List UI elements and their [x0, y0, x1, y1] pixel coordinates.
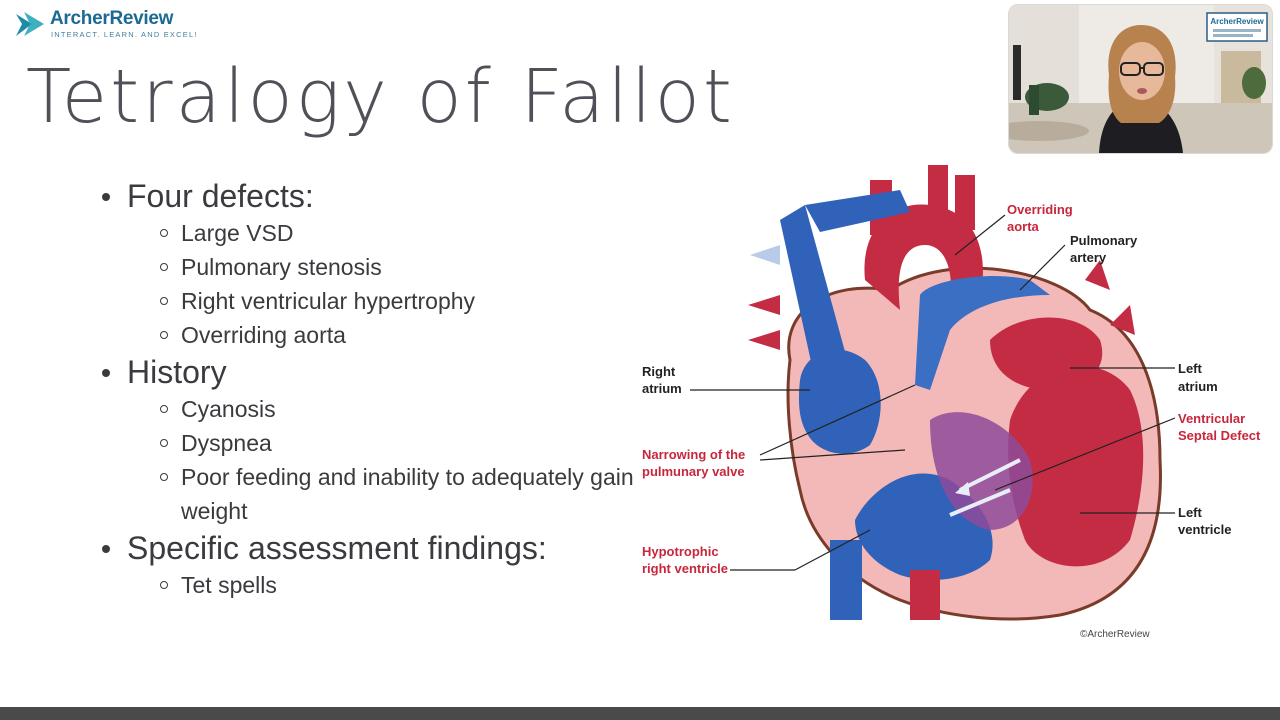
bullet-assessment-findings: Specific assessment findings: [96, 528, 641, 568]
superior-vena-cava [780, 205, 850, 380]
bullet-history: History [96, 352, 641, 392]
label-left-atrium-1: Left [1178, 361, 1203, 376]
label-vsd-1: Ventricular [1178, 411, 1245, 426]
label-left-ventricle-1: Left [1178, 505, 1203, 520]
archer-logo-icon [16, 12, 44, 36]
label-overriding-aorta-2: aorta [1007, 219, 1040, 234]
label-narrowing-2: pulmunary valve [642, 464, 745, 479]
presenter-video-frame: ArcherReview [1009, 5, 1272, 153]
sub-bullet-pulmonary-stenosis: Pulmonary stenosis [96, 250, 641, 284]
label-narrowing-1: Narrowing of the [642, 447, 745, 462]
sub-bullet-cyanosis: Cyanosis [96, 392, 641, 426]
left-ventricle-chamber [1008, 366, 1144, 567]
label-overriding-aorta-1: Overriding [1007, 202, 1073, 217]
label-hypotrophic-2: right ventricle [642, 561, 728, 576]
bottom-bar [0, 707, 1280, 720]
presenter-webcam[interactable]: ArcherReview [1008, 4, 1273, 154]
label-hypotrophic-1: Hypotrophic [642, 544, 719, 559]
logo-tagline: INTERACT. LEARN. AND EXCEL! [51, 30, 198, 39]
sub-bullet-rv-hypertrophy: Right ventricular hypertrophy [96, 284, 641, 318]
bullet-four-defects: Four defects: [96, 176, 641, 216]
sub-bullet-overriding-aorta: Overriding aorta [96, 318, 641, 352]
slide-bullets: Four defects: Large VSD Pulmonary stenos… [96, 176, 641, 602]
label-pulmonary-artery-1: Pulmonary [1070, 233, 1138, 248]
label-pulmonary-artery-2: artery [1070, 250, 1107, 265]
diagram-copyright: ©ArcherReview [1080, 629, 1150, 640]
slide-title: Tetralogy of Fallot [26, 54, 735, 140]
label-left-atrium-2: atrium [1178, 379, 1218, 394]
sub-bullet-dyspnea: Dyspnea [96, 426, 641, 460]
archer-review-logo: ArcherReview INTERACT. LEARN. AND EXCEL! [14, 8, 214, 42]
label-right-atrium-2: atrium [642, 381, 682, 396]
sub-bullet-large-vsd: Large VSD [96, 216, 641, 250]
label-vsd-2: Septal Defect [1178, 428, 1261, 443]
webcam-badge-name: ArcherReview [1210, 17, 1264, 26]
label-left-ventricle-2: ventricle [1178, 522, 1231, 537]
label-right-atrium-1: Right [642, 364, 676, 379]
sub-bullet-poor-feeding: Poor feeding and inability to adequately… [96, 460, 641, 528]
pulmonary-artery [915, 275, 1050, 390]
left-atrium-chamber [990, 317, 1103, 390]
heart-diagram: Overriding aorta Pulmonary artery Right … [642, 165, 1261, 640]
sub-bullet-tet-spells: Tet spells [96, 568, 641, 602]
logo-name: ArcherReview [50, 8, 174, 29]
mixed-blood-region [930, 412, 1033, 530]
